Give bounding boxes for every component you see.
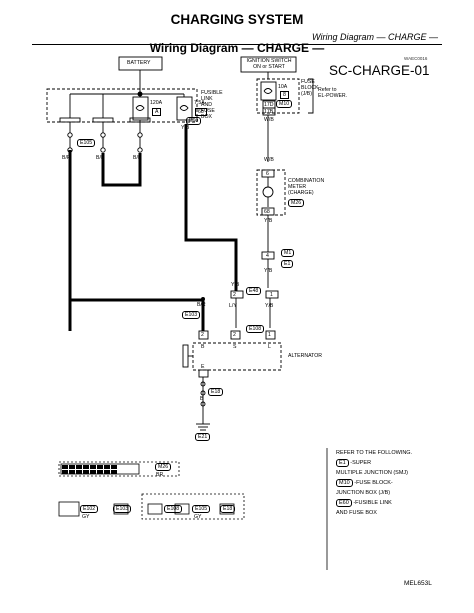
alternator-box	[192, 342, 282, 371]
fusible-link-box	[46, 88, 198, 123]
terminal-2: 2	[233, 292, 236, 298]
reference-heading: REFER TO THE FOLLOWING.	[336, 450, 413, 456]
footer-code: MEL653L	[404, 580, 432, 587]
ignition-switch-box	[240, 56, 297, 73]
reference-line-1: E1 -SUPER	[336, 459, 371, 467]
fuse-120a-id: A	[152, 108, 162, 116]
connector-view-e103: E103	[113, 505, 132, 513]
connector-view-e102-color: GY	[82, 514, 90, 520]
page-title: CHARGING SYSTEM	[170, 12, 304, 27]
terminal-l: L	[268, 344, 271, 350]
wire-br-2: B/R	[96, 155, 105, 161]
wire-ly: L/Y	[229, 303, 237, 309]
wire-br-alt: B/R	[197, 302, 206, 308]
terminal-4: 4	[266, 253, 269, 259]
wire-yb-meter: Y/B	[264, 218, 273, 224]
connector-view-e108: E108	[164, 505, 183, 513]
diagram-code-small: WAEC0016	[404, 56, 428, 61]
terminal-b: B	[201, 344, 205, 350]
reference-line-5: E60 -FUSIBLE LINK	[336, 499, 392, 507]
connector-e48: E48	[246, 287, 262, 295]
connector-m1: M1	[281, 249, 295, 257]
terminal-b-top: 2	[201, 332, 204, 338]
reference-line-6: AND FUSE BOX	[336, 510, 377, 516]
connector-view-m26-color: BR	[156, 472, 164, 478]
wire-yb-m1: Y/B	[264, 268, 273, 274]
connector-e1: E1	[281, 260, 294, 268]
fuse-block-label: FUSE BLOCK (J/B)	[301, 79, 319, 97]
wire-yb-e48: Y/B	[231, 282, 240, 288]
page-subtitle: Wiring Diagram — CHARGE —	[312, 32, 438, 42]
fusible-link-label: FUSIBLE LINK AND FUSE BOX	[201, 90, 223, 120]
wire-b-ground: B	[200, 396, 204, 402]
combination-meter-label: COMBINATION METER (CHARGE)	[288, 178, 325, 196]
fuse-10a-label: 10A	[278, 84, 288, 90]
connector-view-e105: E105	[192, 505, 211, 513]
terminal-1-alt: 1	[268, 332, 271, 338]
alternator-label: ALTERNATOR	[288, 353, 323, 359]
terminal-1-e48: 1	[270, 292, 273, 298]
ignition-switch-label: IGNITION SWITCH ON or START	[246, 58, 292, 70]
reference-line-4: JUNCTION BOX (J/B)	[336, 490, 391, 496]
connector-e103: E103	[182, 311, 201, 319]
battery-feed-wire	[68, 150, 205, 331]
connector-e21: E21	[195, 433, 211, 441]
wire-wb-2: W/B	[264, 157, 274, 163]
terminal-e: E	[201, 364, 205, 370]
fuse-7-5a-id: 65	[195, 108, 207, 116]
fuse-120a-label: 120A	[150, 100, 163, 106]
terminal-17b: 17B	[264, 109, 274, 115]
battery-label: BATTERY	[127, 60, 151, 66]
connector-view-e18: E18	[220, 505, 236, 513]
connector-m26: M26	[288, 199, 305, 207]
fuse-7-5a-label: 7.5A	[194, 100, 205, 106]
header-rule	[32, 44, 442, 45]
connector-e108: E108	[246, 325, 265, 333]
terminal-s: S	[233, 344, 237, 350]
reference-line-3: M10 -FUSE BLOCK-	[336, 479, 393, 487]
terminal-6: 6	[266, 171, 269, 177]
connector-view-e105-color: GY	[194, 514, 202, 520]
connector-e105: E105	[77, 139, 96, 147]
connector-view-m26: M26	[155, 463, 172, 471]
connector-m10: M10	[276, 100, 293, 108]
terminal-68: 68	[264, 209, 270, 215]
wire-wb-1: W/B	[264, 117, 274, 123]
battery-box	[118, 56, 163, 71]
wire-yb-top: Y/B	[181, 125, 190, 131]
connector-e18: E18	[208, 388, 224, 396]
diagram-code-large: SC-CHARGE-01	[329, 63, 430, 78]
refer-to-power: Refer to EL-POWER.	[318, 87, 348, 99]
connector-view-e102: E102	[80, 505, 99, 513]
wire-br-3: B/R	[133, 155, 142, 161]
wire-yb-alt: Y/B	[265, 303, 274, 309]
connector-e60: E60	[186, 117, 202, 125]
diagram-title: Wiring Diagram — CHARGE —	[149, 41, 325, 55]
reference-line-2: MULTIPLE JUNCTION (SMJ)	[336, 470, 409, 476]
fuse-10a-id: 8	[280, 91, 289, 99]
fuse-block-box	[256, 78, 300, 114]
terminal-2-alt: 2	[233, 332, 236, 338]
terminal-17d: 17D	[264, 102, 274, 108]
wire-br-1: B/R	[62, 155, 71, 161]
